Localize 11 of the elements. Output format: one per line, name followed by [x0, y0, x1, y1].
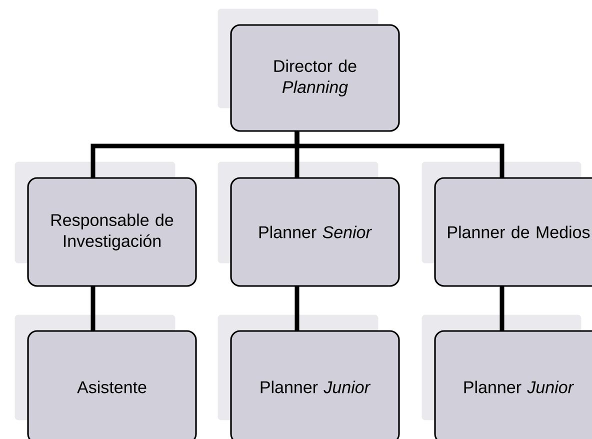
connector-line	[294, 286, 300, 331]
connector-line	[90, 286, 96, 331]
org-box: Responsable de Investigación	[27, 177, 197, 287]
org-box: Planner Senior	[230, 177, 400, 287]
org-box: Planner Junior	[230, 330, 400, 439]
org-box: Director de Planning	[230, 24, 400, 132]
org-box: Planner de Medios	[434, 177, 592, 287]
connector-line	[500, 286, 504, 331]
org-box: Asistente	[27, 330, 197, 439]
org-box: Planner Junior	[434, 330, 592, 439]
connector-line	[294, 131, 504, 178]
